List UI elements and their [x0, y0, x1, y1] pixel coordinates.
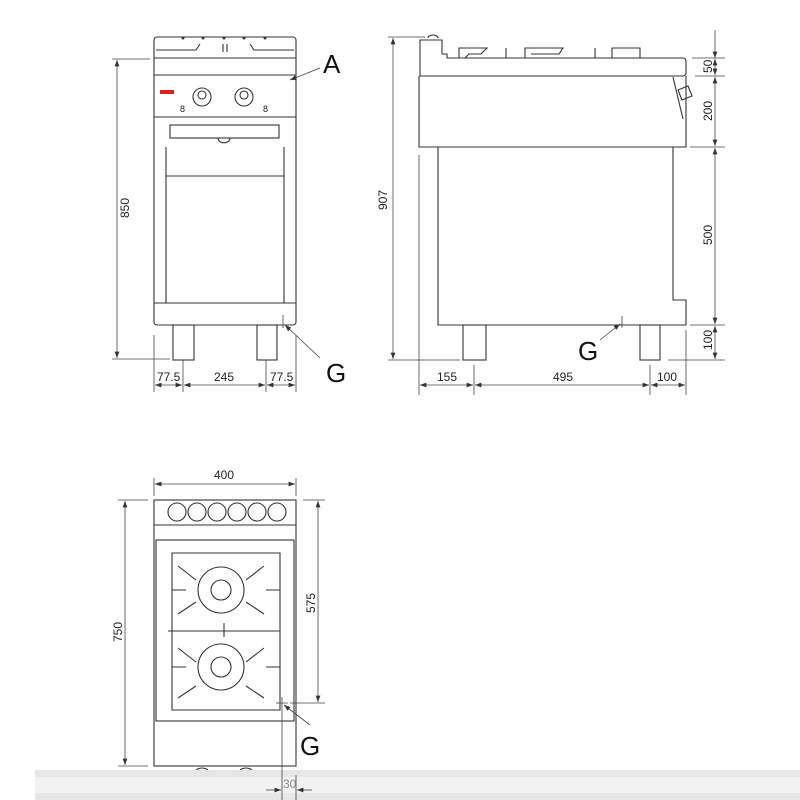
dim-575: 575 [304, 593, 318, 613]
dim-200: 200 [701, 101, 715, 121]
dim-50: 50 [701, 59, 715, 73]
callout-a: A [323, 49, 341, 79]
dim-850: 850 [118, 198, 132, 218]
dim-30: 30 [283, 777, 297, 791]
leg-right [256, 324, 278, 361]
top-view: 400 750 575 G [111, 468, 325, 790]
dim-100-height: 100 [701, 330, 715, 350]
burner-tops [458, 47, 641, 59]
front-body [153, 36, 297, 326]
callout-g-top: G [300, 731, 320, 761]
dim-750: 750 [111, 622, 125, 642]
side-knob [677, 85, 693, 101]
dim-100-depth: 100 [657, 370, 677, 384]
knob-left [192, 87, 212, 107]
drawer-handle [169, 124, 280, 139]
burner-rear [197, 566, 245, 614]
front-view: 8 8 850 77.5 245 77.5 A G [112, 36, 346, 392]
brand-logo [160, 90, 174, 94]
callout-g-side: G [578, 336, 598, 366]
dim-500: 500 [701, 225, 715, 245]
dim-77-5-left: 77.5 [157, 370, 181, 384]
side-leg-rear [462, 324, 487, 361]
dim-155: 155 [437, 370, 457, 384]
burner-front [197, 643, 245, 691]
knob-mark-right: 8 [263, 104, 268, 114]
grate-frame [155, 539, 295, 722]
dim-495: 495 [553, 370, 573, 384]
knob-right [234, 87, 254, 107]
leg-left [172, 324, 195, 361]
grate-nubs [181, 36, 267, 40]
top-body [153, 499, 297, 767]
dim-907: 907 [376, 190, 390, 210]
callout-g-front: G [326, 358, 346, 388]
dim-77-5-right: 77.5 [270, 370, 294, 384]
knob-row [167, 502, 287, 522]
knob-mark-left: 8 [180, 104, 185, 114]
side-leg-front [639, 324, 661, 361]
dim-245: 245 [214, 370, 234, 384]
side-view: 907 50 200 500 100 155 495 100 G [376, 30, 725, 395]
dim-400: 400 [214, 468, 234, 482]
